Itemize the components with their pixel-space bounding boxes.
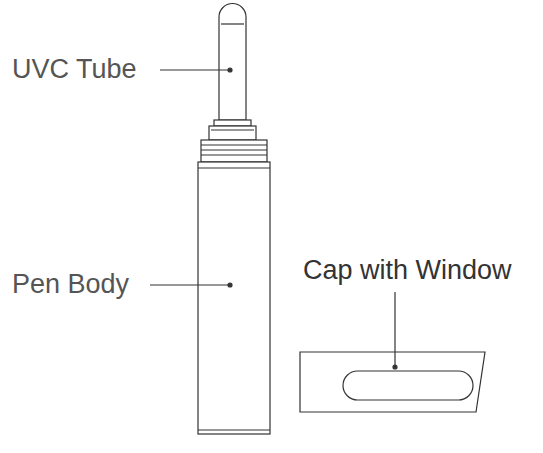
leader-line (150, 284, 230, 285)
tube-tip-line (221, 23, 244, 24)
pen-body (198, 162, 270, 434)
leader-line (160, 69, 230, 70)
cap-window (343, 371, 473, 400)
leader-line (394, 292, 395, 367)
part-label: Pen Body (12, 268, 129, 300)
part-label: Cap with Window (303, 254, 512, 286)
thread-section (201, 140, 267, 162)
leader-dot (228, 283, 232, 287)
body-edge-line (198, 167, 270, 168)
leader-dot (393, 365, 397, 369)
leader-dot (228, 68, 232, 72)
thread-line (201, 144, 267, 145)
collar-line (211, 129, 254, 130)
body-bottom-line (198, 429, 270, 430)
uvc-tube (219, 3, 246, 120)
collar-ring (214, 120, 251, 126)
part-label: UVC Tube (12, 53, 137, 85)
thread-line (201, 149, 267, 150)
collar-base (209, 126, 256, 140)
cap (300, 352, 485, 412)
thread-line (201, 154, 267, 155)
